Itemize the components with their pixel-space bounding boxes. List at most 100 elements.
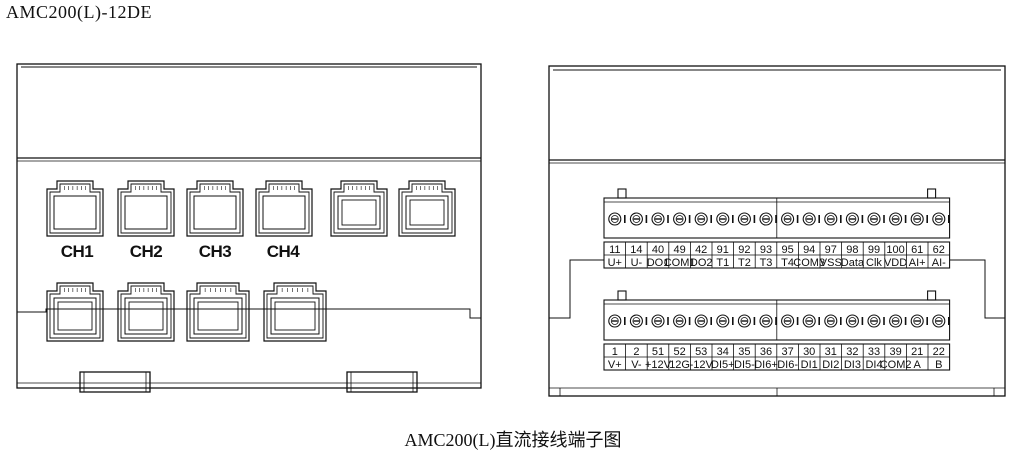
terminal-step-line-right (950, 259, 1005, 319)
upper-terminal-name-15: AI+ (909, 257, 926, 269)
lower-terminal-name-1: V+ (608, 359, 622, 371)
rj-jack-upper-4 (255, 180, 313, 237)
front-upper-jacks (46, 180, 456, 237)
lower-terminal-name-11: DI2 (822, 359, 839, 371)
terminal-view-device (548, 65, 1006, 397)
upper-terminal-number-13: 99 (868, 244, 880, 256)
lower-terminal-number-13: 33 (868, 346, 880, 358)
upper-terminal-number-6: 91 (717, 244, 729, 256)
lower-screw-12 (845, 314, 864, 328)
lower-terminal-number-3: 51 (652, 346, 664, 358)
rj-jack-upper-5 (330, 180, 388, 237)
lower-terminal-name-4: 12G (669, 359, 690, 371)
lower-screw-10 (802, 314, 821, 328)
upper-terminal-name-3: DO1 (647, 257, 670, 269)
lower-terminal-name-13: DI4 (865, 359, 882, 371)
lower-terminal-number-10: 30 (803, 346, 815, 358)
lower-terminal-name-12: DI3 (844, 359, 861, 371)
lower-terminal-name-5: -12V (690, 359, 714, 371)
upper-screw-10 (802, 212, 821, 226)
lower-terminal-number-5: 53 (695, 346, 707, 358)
lower-terminal-number-9: 37 (781, 346, 793, 358)
diagram-caption: AMC200(L)直流接线端子图 (404, 430, 622, 450)
upper-screw-5 (694, 212, 713, 226)
lower-terminal-number-8: 36 (760, 346, 772, 358)
upper-screw-3 (651, 212, 669, 226)
lower-screw-8 (759, 314, 777, 328)
upper-screw-11 (824, 212, 842, 226)
din-clip-left (79, 371, 151, 393)
upper-terminal-name-9: T4 (781, 257, 794, 269)
diagram-title: AMC200(L)-12DE (6, 2, 152, 22)
rj-jack-lower-2 (117, 282, 175, 342)
lower-terminal-name-2: V- (631, 359, 642, 371)
upper-terminal-name-1: U+ (608, 257, 622, 269)
lower-screw-4 (673, 314, 691, 328)
upper-terminal-name-13: Clk (866, 257, 882, 269)
terminal-step-line-left (549, 259, 604, 319)
upper-terminal-number-2: 14 (630, 244, 642, 256)
lower-screw-15 (910, 314, 929, 328)
upper-screw-6 (716, 212, 734, 226)
upper-terminal-number-1: 11 (609, 244, 620, 256)
terminal-block-upper: 11U+14U-40DO149COM142DO291T192T293T395T4… (603, 188, 951, 269)
upper-terminal-number-16: 62 (933, 244, 945, 256)
upper-terminal-number-8: 93 (760, 244, 772, 256)
upper-terminal-name-4: COM1 (664, 257, 696, 269)
upper-terminal-name-12: Data (841, 257, 865, 269)
upper-terminal-name-10: COM3 (793, 257, 825, 269)
lower-terminal-number-15: 21 (911, 346, 923, 358)
rj-jack-upper-1 (46, 180, 104, 237)
upper-terminal-number-7: 92 (738, 244, 750, 256)
lower-terminal-name-14: COM2 (880, 359, 912, 371)
lower-screw-2 (629, 314, 648, 328)
lower-screw-14 (889, 314, 907, 328)
lower-terminal-name-10: DI1 (801, 359, 818, 371)
upper-terminal-name-2: U- (631, 257, 643, 269)
upper-terminal-number-10: 94 (803, 244, 815, 256)
upper-terminal-number-15: 61 (911, 244, 923, 256)
lower-screw-5 (694, 314, 713, 328)
channel-label-ch4: CH4 (267, 242, 301, 261)
upper-terminal-number-12: 98 (846, 244, 858, 256)
upper-terminal-number-11: 97 (825, 244, 837, 256)
rj-jack-lower-1 (46, 282, 104, 342)
upper-terminal-name-8: T3 (760, 257, 773, 269)
lower-screw-11 (824, 314, 842, 328)
upper-terminal-name-6: T1 (716, 257, 729, 269)
lower-terminal-number-14: 39 (889, 346, 901, 358)
upper-terminal-number-3: 40 (652, 244, 664, 256)
lower-terminal-name-15: A (914, 359, 922, 371)
upper-terminal-name-5: DO2 (690, 257, 713, 269)
lower-terminal-number-2: 2 (633, 346, 639, 358)
lower-terminal-number-12: 32 (846, 346, 858, 358)
lower-terminal-name-16: B (935, 359, 942, 371)
channel-label-ch1: CH1 (61, 242, 94, 261)
lower-screw-13 (867, 314, 885, 328)
rj-jack-lower-3 (186, 282, 250, 342)
lower-screw-3 (651, 314, 669, 328)
channel-labels: CH1 CH2 CH3 CH4 (61, 242, 301, 261)
upper-terminal-name-11: VSS (820, 257, 842, 269)
lower-terminal-number-7: 35 (738, 346, 750, 358)
upper-terminal-name-16: AI- (932, 257, 946, 269)
lower-terminal-number-1: 1 (612, 346, 618, 358)
front-device-outline (16, 63, 482, 389)
upper-terminal-name-7: T2 (738, 257, 751, 269)
lower-terminal-name-6: DI5+ (711, 359, 735, 371)
upper-screw-7 (737, 212, 756, 226)
lower-terminal-name-3: +12V (645, 359, 672, 371)
lower-screw-1 (608, 314, 626, 328)
front-view-device (16, 63, 482, 393)
upper-screw-16 (932, 212, 950, 226)
upper-screw-2 (629, 212, 648, 226)
channel-label-ch3: CH3 (199, 242, 232, 261)
lower-screw-6 (716, 314, 734, 328)
lower-terminal-number-11: 31 (825, 346, 837, 358)
lower-terminal-number-16: 22 (933, 346, 945, 358)
rj-jack-upper-3 (186, 180, 244, 237)
upper-screw-9 (781, 212, 799, 226)
upper-terminal-number-14: 100 (886, 244, 904, 256)
upper-screw-12 (845, 212, 864, 226)
